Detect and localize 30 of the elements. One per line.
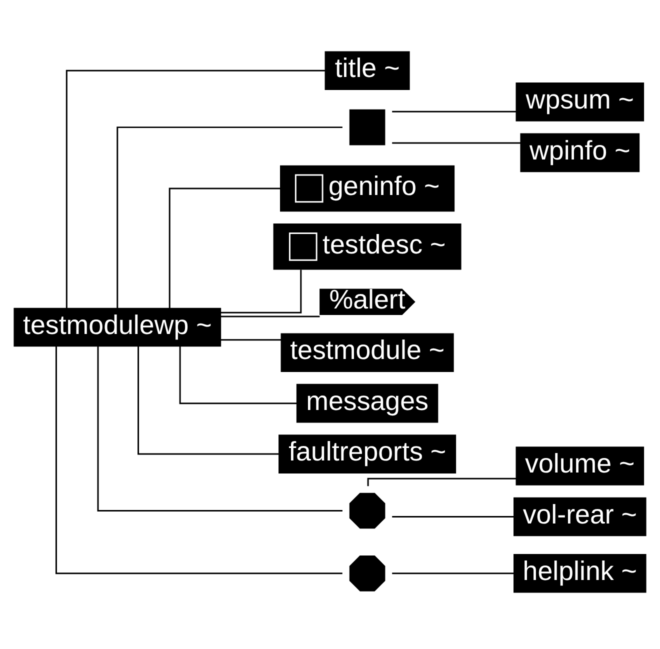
- connector: [367, 477, 516, 486]
- connector: [97, 346, 342, 511]
- connector: [168, 187, 281, 308]
- node-box: geninfo ~: [280, 164, 455, 212]
- node-box: title ~: [324, 50, 410, 90]
- node-box: wpsum ~: [516, 82, 644, 121]
- connector: [179, 346, 298, 404]
- connector: [66, 69, 326, 308]
- node-box: [348, 107, 387, 146]
- connector: [392, 142, 521, 144]
- node-circle: [348, 490, 387, 530]
- node-box: faultreports ~: [278, 434, 456, 473]
- node-box: helplink ~: [514, 554, 646, 592]
- node-box: volume ~: [516, 446, 644, 485]
- node-circle: [348, 554, 387, 592]
- connector: [116, 126, 342, 308]
- node-box: wpinfo ~: [520, 132, 640, 172]
- node-box: testdesc ~: [273, 223, 462, 270]
- connector: [392, 110, 516, 112]
- node-box: testmodulewp ~: [14, 307, 222, 346]
- connector: [220, 269, 302, 313]
- connector: [55, 346, 342, 574]
- connector: [220, 338, 282, 340]
- node-box: vol-rear ~: [514, 496, 646, 536]
- connector: [220, 315, 320, 317]
- node-box: testmodule ~: [280, 332, 454, 372]
- connector: [392, 572, 514, 574]
- node-box: messages: [296, 383, 438, 422]
- connector: [138, 345, 279, 454]
- connector: [392, 515, 514, 517]
